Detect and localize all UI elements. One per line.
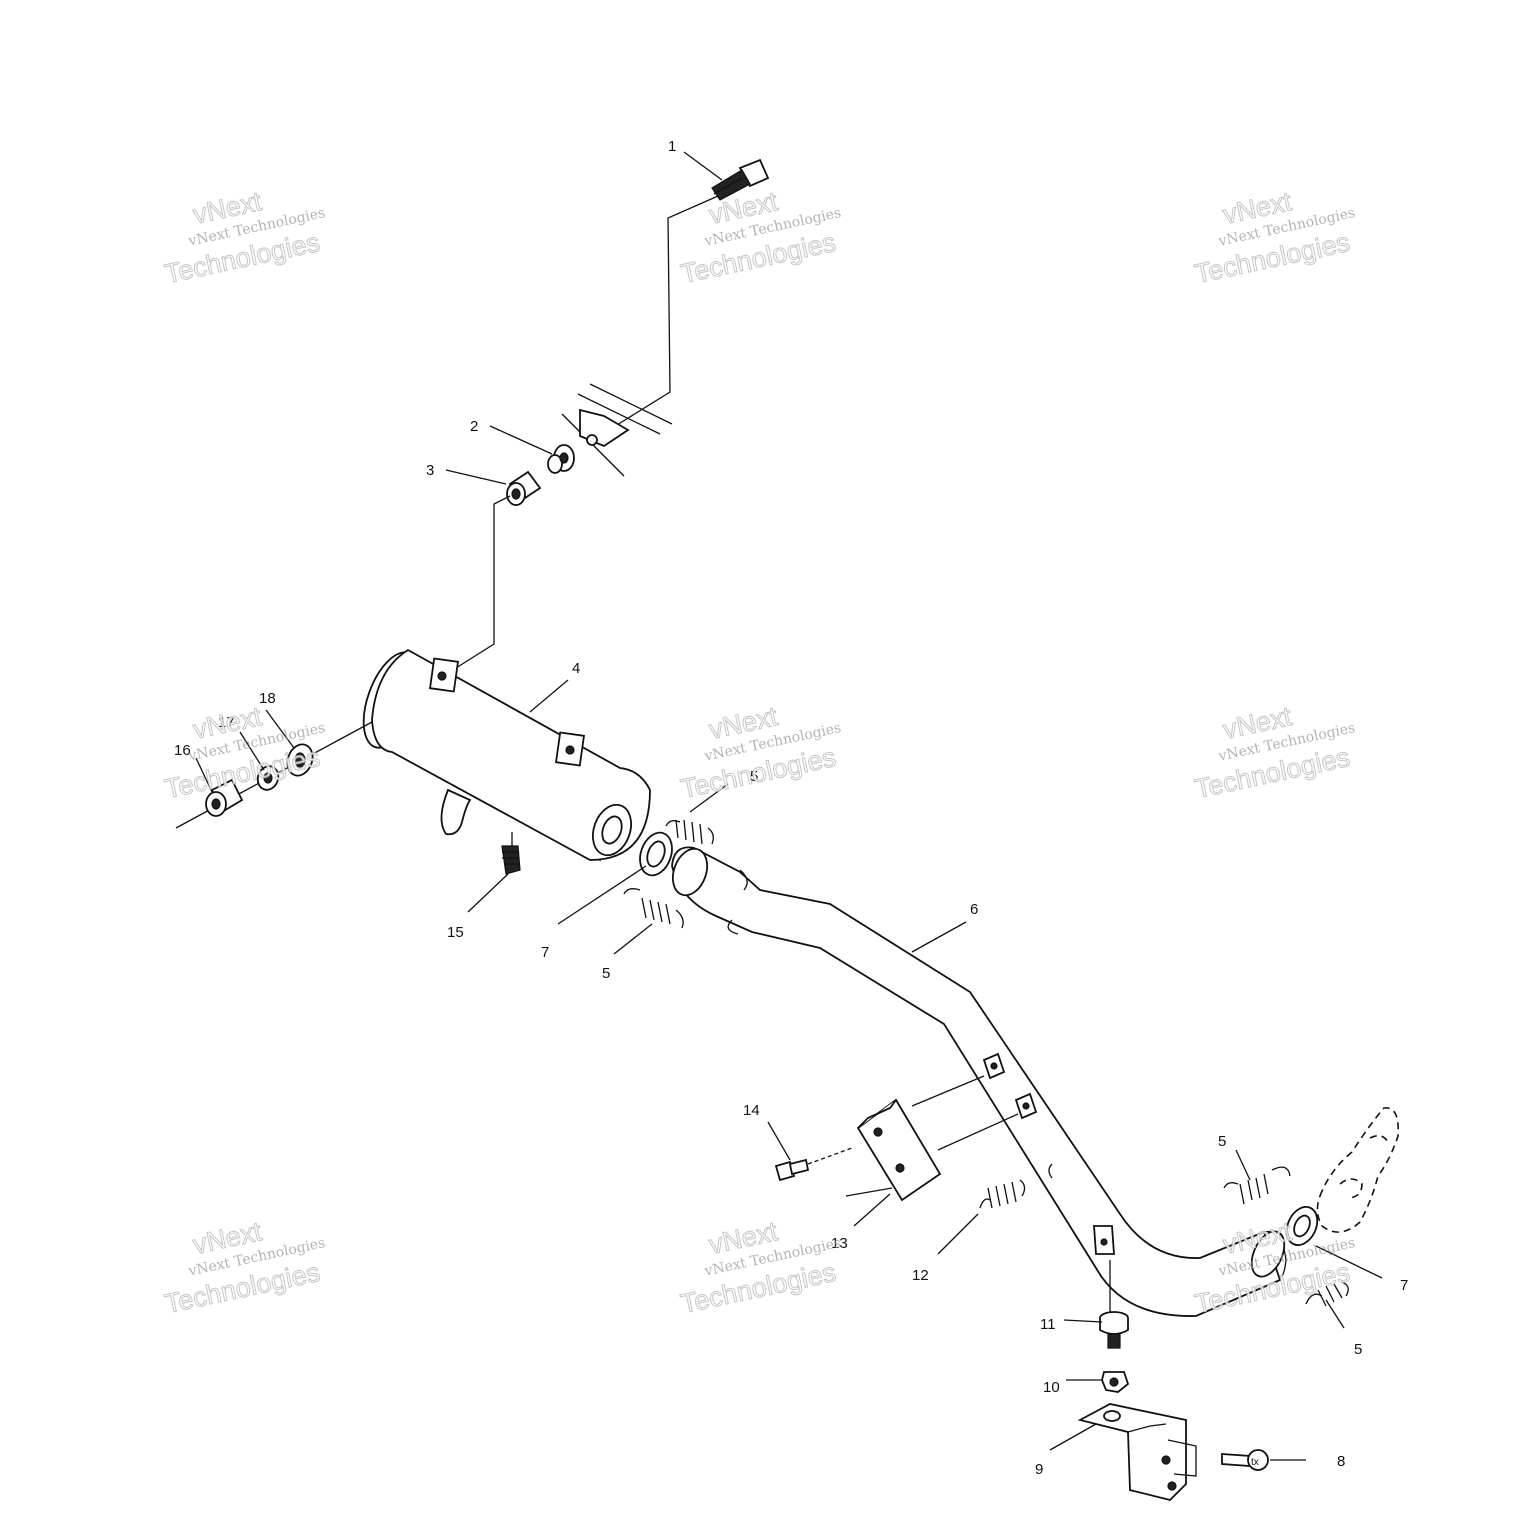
callout-numbers: 1 2 3 4 5 5 5 5 6 7 7 8 9 10 11 12 13 14… bbox=[174, 138, 1408, 1478]
callout-7-b: 7 bbox=[1400, 1277, 1408, 1294]
watermark: vNext vNext Technologies Technologies bbox=[678, 1216, 843, 1320]
callout-4: 4 bbox=[572, 660, 580, 677]
part-10-nut bbox=[1101, 1371, 1130, 1393]
part-5-spring-right-upper bbox=[1223, 1166, 1291, 1205]
part-18-washer bbox=[286, 743, 314, 777]
frame-bracket bbox=[579, 408, 630, 448]
part-9-mount-bracket bbox=[1077, 1403, 1197, 1501]
callout-5-a: 5 bbox=[750, 768, 758, 785]
part-5-spring-right-lower bbox=[1305, 1281, 1349, 1307]
callout-3: 3 bbox=[426, 462, 434, 479]
callout-13: 13 bbox=[831, 1235, 848, 1252]
callout-5-d: 5 bbox=[1354, 1341, 1362, 1358]
callout-16: 16 bbox=[174, 742, 191, 759]
callout-11: 11 bbox=[1040, 1316, 1056, 1333]
callout-15: 15 bbox=[447, 924, 464, 941]
part-7-seal-ring-lower bbox=[1285, 1206, 1319, 1246]
assembly-line-1 bbox=[611, 195, 719, 429]
watermark: vNext vNext Technologies Technologies bbox=[678, 186, 843, 290]
svg-text:tx: tx bbox=[1251, 1457, 1259, 1468]
part-2-grommet bbox=[547, 444, 575, 474]
callout-2: 2 bbox=[470, 418, 478, 435]
callout-18: 18 bbox=[259, 690, 276, 707]
leader-lines bbox=[195, 151, 1383, 1461]
part-14-bolt bbox=[774, 1147, 853, 1182]
callout-17: 17 bbox=[218, 714, 235, 731]
callout-6: 6 bbox=[970, 901, 978, 918]
part-8-screw: tx bbox=[1221, 1449, 1269, 1471]
callout-9: 9 bbox=[1035, 1461, 1043, 1478]
part-6-exhaust-pipe bbox=[671, 846, 1287, 1317]
engine-flange-outline bbox=[1316, 1107, 1400, 1233]
callout-10: 10 bbox=[1043, 1379, 1060, 1396]
watermark: vNext vNext Technologies Technologies bbox=[678, 701, 843, 805]
callout-1: 1 bbox=[668, 138, 676, 155]
callout-12: 12 bbox=[912, 1267, 929, 1284]
watermark: vNext vNext Technologies Technologies bbox=[162, 1216, 327, 1320]
part-15-plug bbox=[501, 832, 521, 875]
part-12-spring bbox=[979, 1179, 1026, 1209]
watermark: vNext vNext Technologies Technologies bbox=[1192, 186, 1357, 290]
watermark: vNext vNext Technologies Technologies bbox=[1192, 701, 1357, 805]
part-7-seal-ring-upper bbox=[639, 831, 673, 877]
callout-5-b: 5 bbox=[602, 965, 610, 982]
part-5-spring-lower bbox=[623, 888, 684, 929]
callout-8: 8 bbox=[1337, 1453, 1345, 1470]
part-11-rubber-mount bbox=[1099, 1260, 1129, 1349]
part-3-bushing bbox=[506, 470, 542, 506]
part-4-muffler bbox=[362, 648, 651, 862]
watermarks: vNext vNext Technologies Technologies vN… bbox=[162, 186, 1357, 1320]
watermark: vNext vNext Technologies Technologies bbox=[162, 186, 327, 290]
part-13-bracket bbox=[845, 1075, 1019, 1202]
part-17-washer bbox=[256, 765, 280, 791]
part-16-nut bbox=[205, 778, 244, 817]
callout-7-a: 7 bbox=[541, 944, 549, 961]
part-5-spring-upper bbox=[665, 819, 714, 845]
callout-5-c: 5 bbox=[1218, 1133, 1226, 1150]
assembly-line-2 bbox=[455, 495, 511, 669]
callout-14: 14 bbox=[743, 1102, 760, 1119]
